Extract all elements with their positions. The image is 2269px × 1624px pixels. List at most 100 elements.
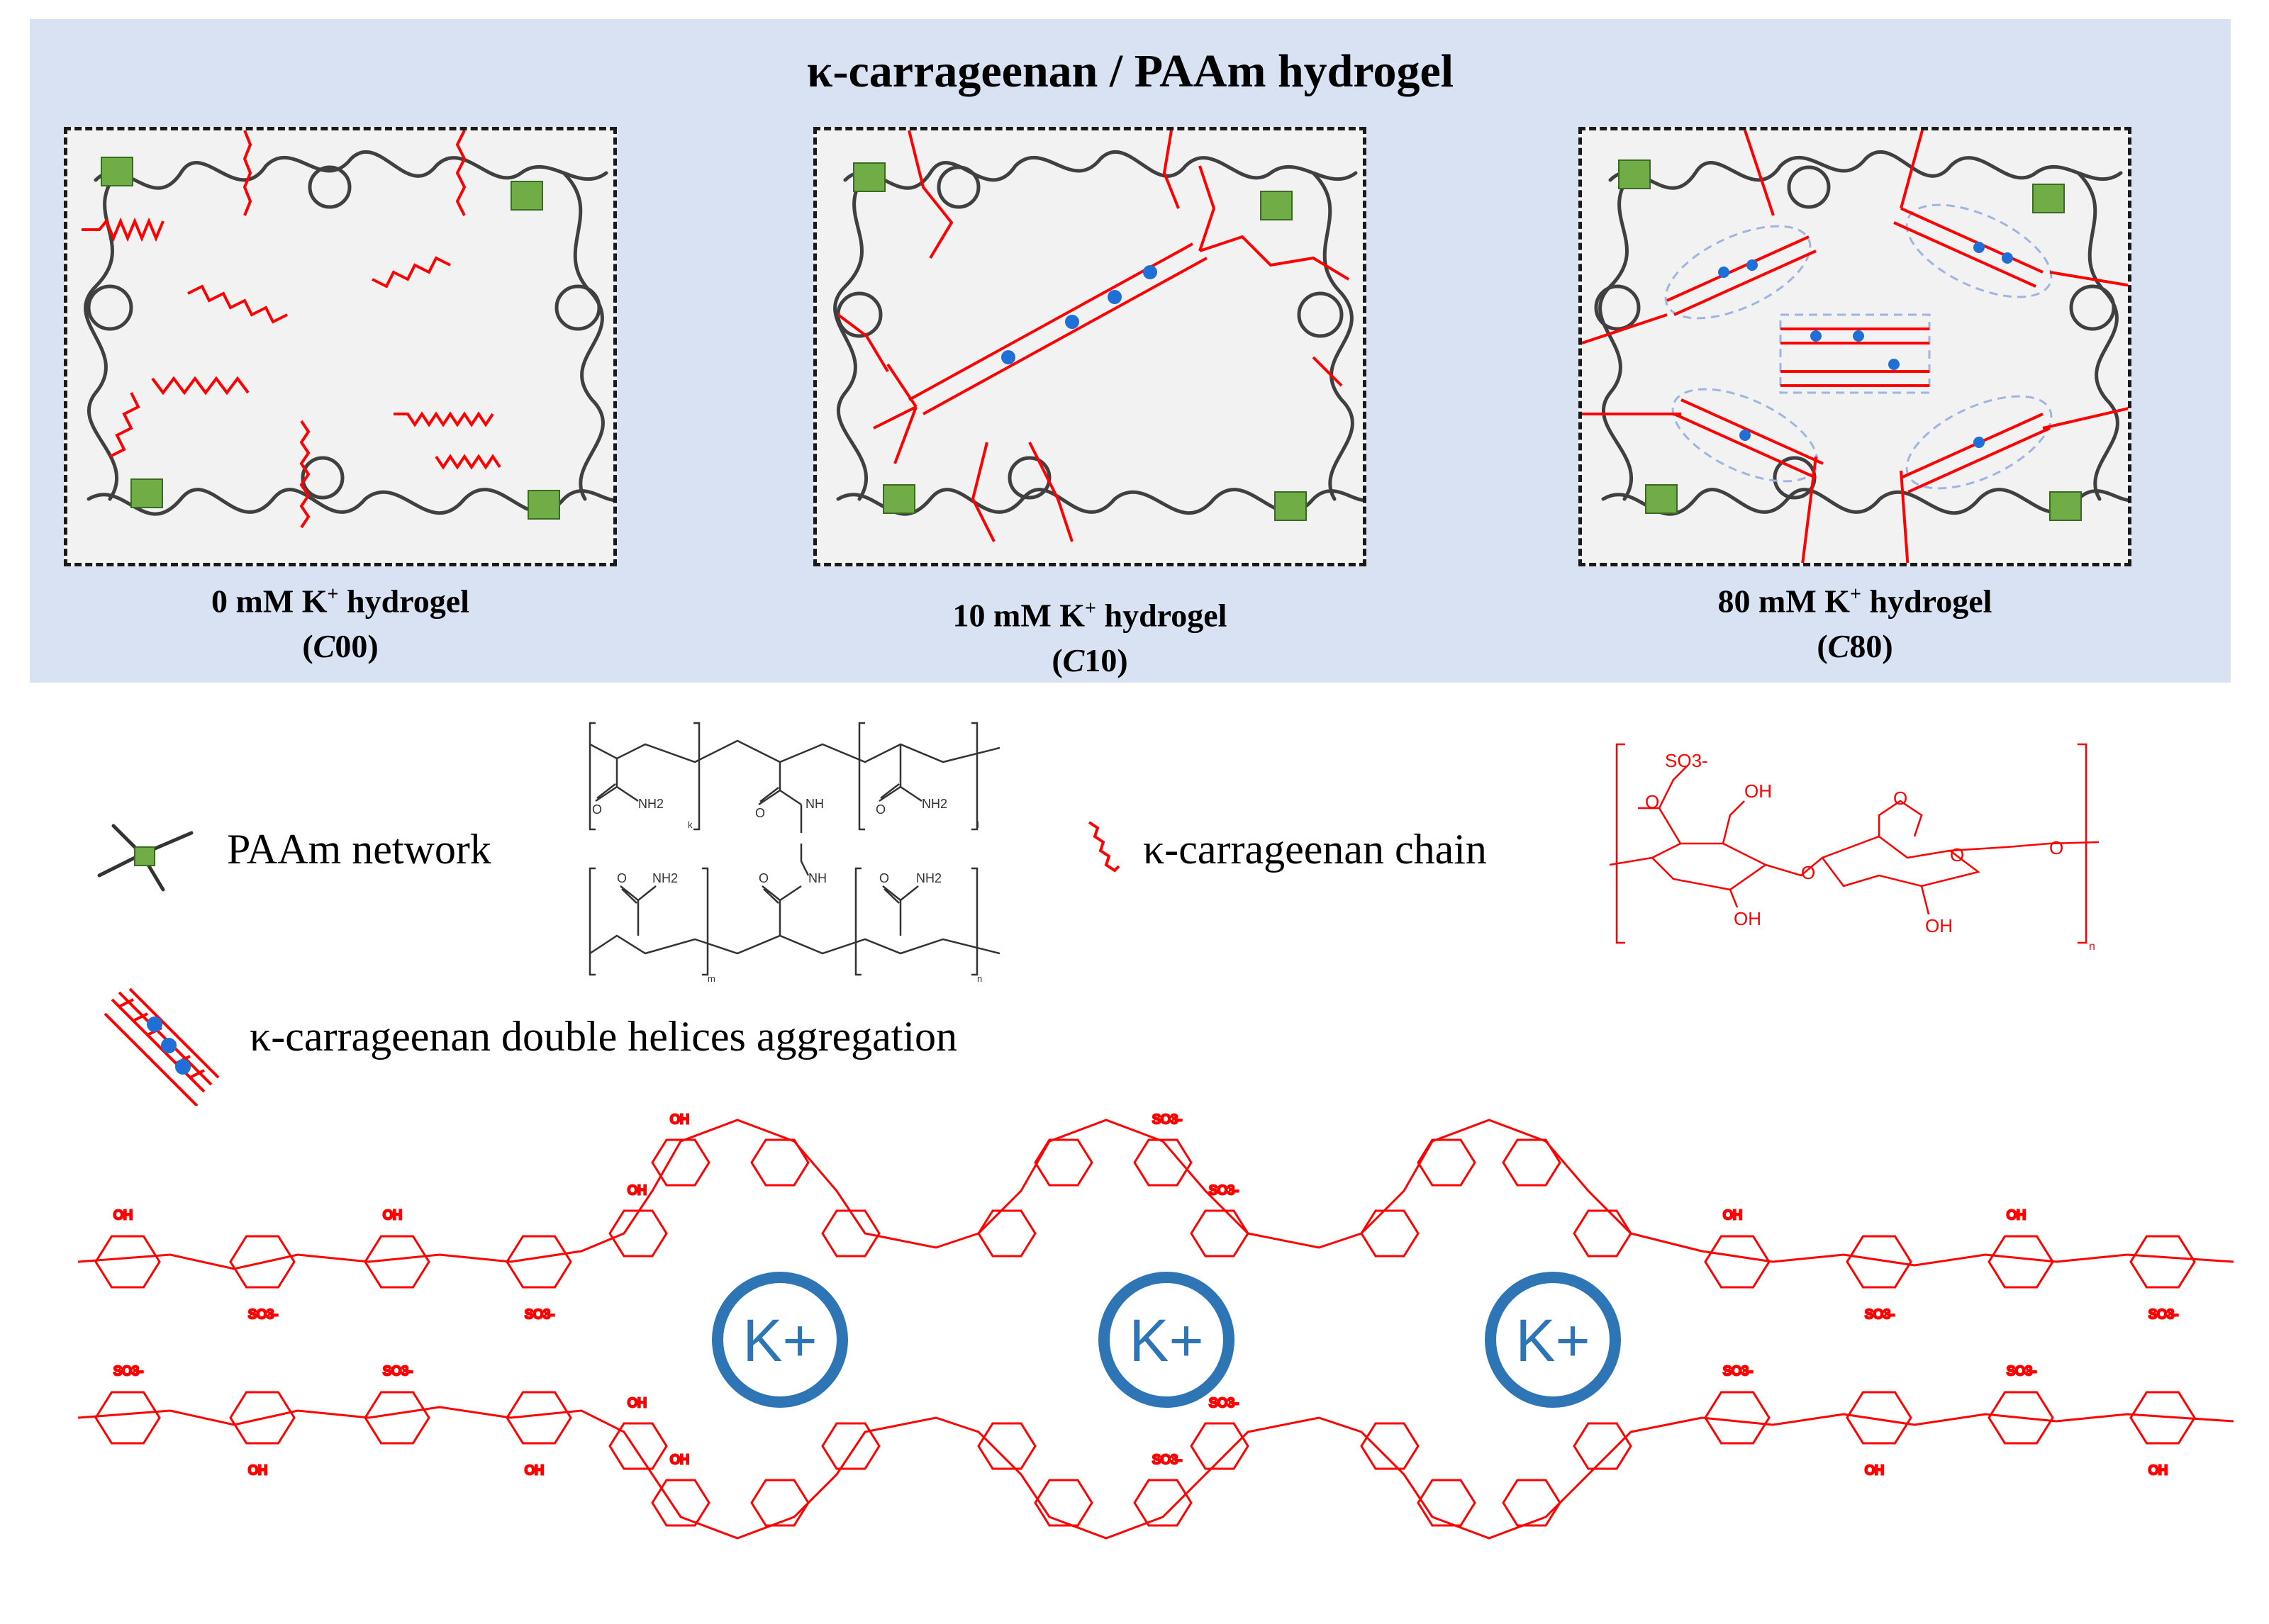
group-label: SO3-: [113, 1364, 143, 1378]
sugar-ring: [2129, 1235, 2196, 1289]
c10-network-illustration: [833, 130, 1363, 542]
sugar-ring: [1502, 1479, 1561, 1527]
sugar-ring: [1417, 1138, 1476, 1187]
sugar-ring: [1034, 1479, 1093, 1527]
svg-text:NH2: NH2: [922, 797, 947, 811]
svg-text:SO3-: SO3-: [1665, 750, 1708, 771]
group-label: SO3-: [1865, 1307, 1895, 1321]
svg-text:NH2: NH2: [638, 797, 664, 811]
group-label: SO3-: [1152, 1452, 1182, 1467]
svg-text:n: n: [2089, 941, 2095, 950]
group-label: OH: [670, 1452, 689, 1467]
svg-text:k: k: [688, 819, 693, 830]
potassium-ion-label-2: K+: [1129, 1307, 1203, 1374]
svg-text:OH: OH: [1925, 915, 1953, 936]
sugar-ring: [1846, 1391, 1912, 1445]
group-label: SO3-: [2148, 1307, 2178, 1321]
sugar-ring: [750, 1479, 810, 1527]
sugar-ring: [364, 1391, 430, 1445]
svg-text:NH2: NH2: [652, 871, 678, 885]
group-label: OH: [628, 1183, 647, 1197]
sugar-ring: [94, 1235, 161, 1289]
sugar-ring: [1034, 1138, 1093, 1187]
group-label: OH: [383, 1208, 402, 1222]
sugar-ring: [1988, 1391, 2054, 1445]
box-c00: [64, 127, 617, 566]
group-label: SO3-: [1152, 1112, 1182, 1126]
svg-text:NH: NH: [808, 871, 827, 885]
group-label: OH: [248, 1463, 267, 1477]
svg-text:OH: OH: [1734, 908, 1761, 929]
hydrogel-panel: κ-carrageenan / PAAm hydrogel: [30, 19, 2231, 683]
group-label: SO3-: [2007, 1364, 2036, 1378]
sugar-ring: [1190, 1422, 1249, 1470]
sugar-ring: [229, 1391, 296, 1445]
svg-text:NH2: NH2: [916, 871, 942, 885]
svg-text:O: O: [876, 802, 886, 817]
sugar-ring: [506, 1391, 572, 1445]
group-label: SO3-: [383, 1364, 413, 1378]
sugar-ring: [94, 1391, 161, 1445]
c00-network-illustration: [82, 130, 613, 529]
group-label: OH: [2148, 1463, 2168, 1477]
sugar-ring: [750, 1138, 810, 1187]
sugar-ring: [608, 1422, 668, 1470]
carrageenan-chemical-structure: SO3- OH OH OH O O O O O n: [1610, 743, 2100, 950]
paam-network-icon: [97, 824, 194, 892]
sugar-ring: [1360, 1209, 1420, 1258]
svg-text:OH: OH: [1744, 780, 1772, 802]
carrageenan-k-ion-chain-diagram: OH SO3- OH SO3- OH SO3- OH SO3- SO3- OH SO3- OH SO3-…: [77, 1111, 2234, 1540]
group-label: OH: [1723, 1208, 1742, 1222]
legend-carrageenan-chain: κ-carrageenan chain: [1143, 826, 1487, 873]
double-helix-aggregation-icon: [104, 987, 220, 1106]
svg-text:n: n: [977, 973, 982, 984]
group-label: SO3-: [248, 1307, 278, 1321]
sugar-ring: [1360, 1422, 1420, 1470]
potassium-ion-label-1: K+: [742, 1307, 817, 1374]
svg-text:O: O: [1645, 791, 1659, 812]
potassium-ion-ring-1: [712, 1272, 848, 1408]
sugar-ring: [1846, 1235, 1912, 1289]
sugar-ring: [608, 1209, 668, 1258]
label-c00: 0 mM K+ hydrogel (C00): [211, 583, 469, 665]
svg-text:O: O: [617, 871, 627, 885]
svg-text:m: m: [708, 973, 715, 984]
sugar-ring: [977, 1422, 1037, 1470]
svg-text:NH: NH: [805, 797, 824, 811]
sugar-ring: [1417, 1479, 1476, 1527]
sugar-ring: [821, 1422, 881, 1470]
group-label: OH: [670, 1112, 689, 1126]
group-label: OH: [113, 1208, 133, 1222]
box-c80: [1578, 127, 2131, 566]
sugar-ring: [1133, 1138, 1193, 1187]
sugar-ring: [364, 1235, 430, 1289]
svg-text:O: O: [2049, 837, 2063, 858]
group-label: OH: [525, 1463, 544, 1477]
sugar-ring: [1133, 1479, 1193, 1527]
svg-text:O: O: [759, 871, 769, 885]
svg-text:O: O: [755, 806, 765, 820]
sugar-ring: [2129, 1391, 2196, 1445]
group-label: SO3-: [1723, 1364, 1753, 1378]
sugar-ring: [1502, 1138, 1561, 1187]
svg-text:O: O: [1950, 844, 1964, 866]
potassium-ion-ring-2: [1098, 1272, 1234, 1408]
group-label: OH: [1865, 1463, 1884, 1477]
sugar-ring: [229, 1235, 296, 1289]
sugar-ring: [1190, 1209, 1249, 1258]
svg-text:O: O: [592, 802, 602, 817]
sugar-ring: [1573, 1422, 1632, 1470]
legend-double-helices: κ-carrageenan double helices aggregation: [250, 1013, 958, 1060]
figure-title: κ-carrageenan / PAAm hydrogel: [806, 45, 1454, 97]
group-label: SO3-: [525, 1307, 554, 1321]
label-c80: 80 mM K+ hydrogel (C80): [1717, 583, 1992, 665]
legend-paam-network: PAAm network: [227, 826, 491, 873]
sugar-ring: [506, 1235, 572, 1289]
sugar-ring: [651, 1138, 710, 1187]
group-label: OH: [2007, 1208, 2026, 1222]
sugar-ring: [1704, 1235, 1771, 1289]
potassium-ion-label-3: K+: [1515, 1307, 1590, 1374]
sugar-ring: [977, 1209, 1037, 1258]
group-label: OH: [628, 1396, 647, 1410]
